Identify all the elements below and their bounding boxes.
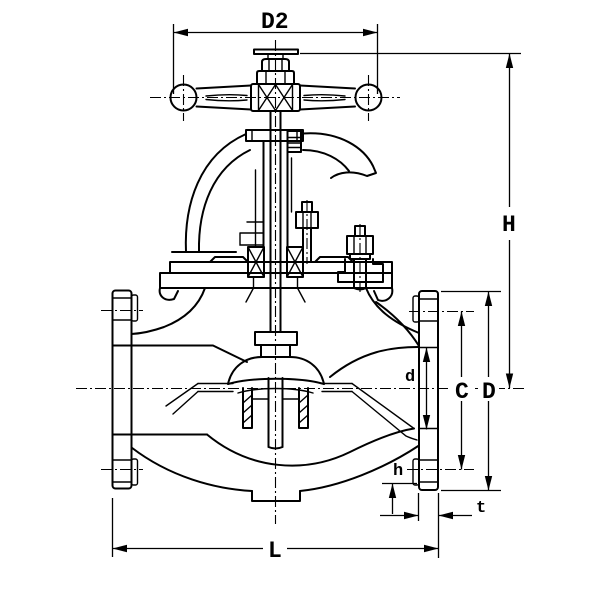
yoke-arm-left-outer — [184, 133, 247, 253]
right-flange-bottom-boss — [412, 458, 420, 486]
stem-top-bar — [253, 48, 299, 55]
hub-cross-hatch — [257, 83, 294, 112]
bonnet-neck-flare — [245, 276, 306, 303]
yoke-arm-right-outer — [302, 132, 377, 179]
label-bore: d — [405, 368, 415, 387]
bonnet-flange-pads — [209, 256, 354, 263]
bc-arrow-bottom — [457, 455, 466, 470]
right-port-bore-lines — [418, 346, 439, 430]
left-flange-bottom-boss — [130, 458, 139, 486]
label-bolt-offset: h — [393, 462, 403, 481]
stuffing-box-walls — [254, 157, 293, 248]
h-arrow-top — [505, 53, 514, 68]
dimension-bore: d — [405, 347, 431, 430]
l-label-mask — [263, 537, 287, 560]
right-neck-outer — [365, 287, 420, 334]
dimension-flange-od: D — [441, 290, 501, 492]
disc-seat-assembly — [227, 331, 325, 450]
stem-guide-block — [286, 130, 302, 153]
bowl-outer-arc — [130, 444, 420, 492]
label-face-to-face: L — [268, 538, 282, 564]
h-arrow-bottom — [505, 373, 514, 388]
l-arrow-right — [424, 544, 439, 553]
label-thickness: t — [476, 499, 486, 518]
dimension-face-to-face: L — [111, 498, 439, 564]
d2-arrow-left — [173, 28, 188, 37]
stem-nut-lower — [256, 70, 295, 85]
bore-arrow-top — [422, 347, 431, 362]
wheel-spoke-right — [299, 84, 356, 111]
bolt-offset-arrow — [388, 483, 397, 498]
wheel-rim-left — [169, 83, 198, 112]
stem-sleeve — [262, 140, 289, 248]
body-top-flange — [159, 272, 393, 289]
dimension-h: H — [300, 52, 521, 388]
wheel-spoke-left — [195, 84, 252, 111]
dimension-thickness: t — [380, 493, 486, 558]
bottom-boss — [251, 490, 301, 502]
dimension-bolt-offset: h — [382, 462, 417, 514]
bowl-inner-arc — [206, 427, 415, 467]
stem-nut-upper — [261, 58, 290, 72]
yoke-top-collar — [245, 129, 304, 142]
left-flange-bolt-holes — [111, 297, 133, 483]
stem-nut-upper-facets — [267, 53, 284, 72]
label-flange-od: D — [482, 379, 496, 405]
dimension-bolt-circle: C — [451, 311, 472, 470]
left-flange-top-boss — [130, 294, 139, 322]
stem-guide-ribs — [286, 136, 302, 149]
seat-leg-hatch — [242, 394, 309, 424]
wheel-spoke-right-detail — [303, 94, 346, 102]
outlet-mid-wall — [329, 346, 419, 378]
label-h-height: H — [502, 212, 516, 238]
left-neck-outer — [130, 287, 206, 335]
wheel-rim-right — [354, 83, 383, 112]
wheel-spoke-left-detail — [205, 94, 248, 102]
seat-bridge-walls — [165, 382, 418, 441]
d2-arrow-right — [363, 28, 378, 37]
yoke-arm-left-inner — [197, 149, 251, 253]
valve-body — [111, 287, 439, 502]
label-bolt-circle: C — [455, 379, 469, 405]
right-flange-bolt-holes — [418, 298, 439, 483]
inlet-port-top — [111, 344, 248, 363]
bc-arrow-top — [457, 311, 466, 326]
eye-bolt-nut-facets — [353, 235, 367, 255]
yoke-arm-right-inner — [302, 149, 350, 172]
stem-nut-lower-facets — [265, 70, 286, 85]
handwheel — [169, 48, 383, 112]
seat-ring-legs — [242, 387, 309, 429]
stem-rod — [269, 110, 282, 333]
gland-stud-nut — [295, 211, 319, 229]
left-flange-plate — [111, 289, 133, 490]
t-arrow-left — [404, 511, 419, 520]
disc-bell-outer — [227, 356, 325, 385]
right-flange-top-boss — [412, 295, 420, 323]
stem-tip — [267, 377, 284, 450]
outlet-inner-top — [375, 301, 420, 347]
t-arrow-right — [438, 511, 453, 520]
l-arrow-left — [112, 544, 127, 553]
od-label-mask — [478, 377, 499, 401]
seat-bridge-deck — [197, 382, 353, 393]
bore-arrow-bottom — [422, 415, 431, 430]
od-arrow-top — [484, 291, 493, 306]
bc-label-mask — [451, 377, 472, 401]
bonnet-flange-joint — [158, 251, 394, 303]
yoke-bonnet — [184, 110, 384, 333]
od-arrow-bottom — [484, 476, 493, 491]
label-d2: D2 — [261, 9, 289, 35]
right-flange-plate — [418, 290, 439, 491]
gland-flange-left — [239, 221, 264, 246]
eye-bolt-washer — [349, 253, 371, 260]
dimension-d2: D2 — [172, 9, 379, 94]
disc-bell-rim — [227, 377, 325, 385]
gland-stud-nut-facets — [302, 211, 312, 229]
centerlines — [76, 40, 525, 524]
body-flange-lips — [158, 287, 394, 302]
